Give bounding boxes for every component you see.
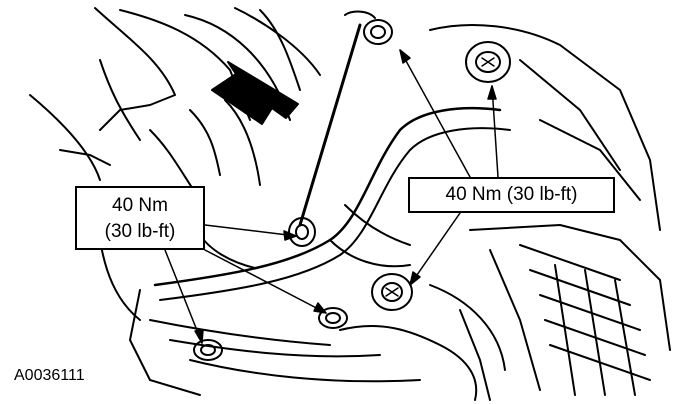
bolt-icon [288,217,316,247]
torque-value-imperial: (30 lb-ft) [104,221,176,242]
lower-frame [99,234,478,401]
leader-lines [164,49,499,344]
bolt-icon [363,19,393,45]
bolt-icon [371,273,413,311]
torque-value: 40 Nm (30 lb-ft) [445,184,578,205]
upper-housing [29,7,321,201]
direction-arrow-icon [211,61,299,125]
torque-callout-left: 40 Nm (30 lb-ft) [75,186,205,250]
torque-callout-right: 40 Nm (30 lb-ft) [408,177,615,213]
figure-id: A0036111 [14,367,85,384]
torque-value: 40 Nm [112,195,168,216]
bolt-icon [465,41,511,83]
right-housing [429,24,671,401]
bolt-icon [318,307,348,329]
bolt-icon [193,339,223,361]
diagonal-link [298,10,376,227]
